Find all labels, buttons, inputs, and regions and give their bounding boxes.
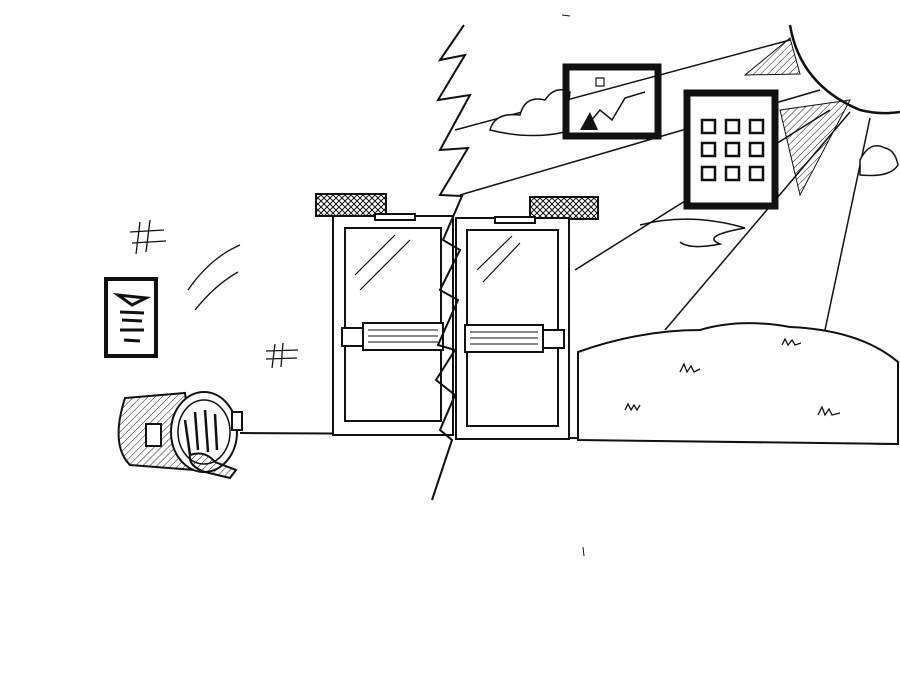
sun [743,24,900,115]
door-push-bars [341,322,565,353]
floating-picture-frame [562,63,662,140]
crack-line [431,24,472,501]
hash-marks [129,219,299,369]
floating-window-grid [683,89,779,210]
wall-sign [104,277,158,358]
tipped-trash-can [117,391,243,480]
clouds [489,89,899,248]
stray-marks [561,14,585,557]
grassy-hill [577,322,899,446]
